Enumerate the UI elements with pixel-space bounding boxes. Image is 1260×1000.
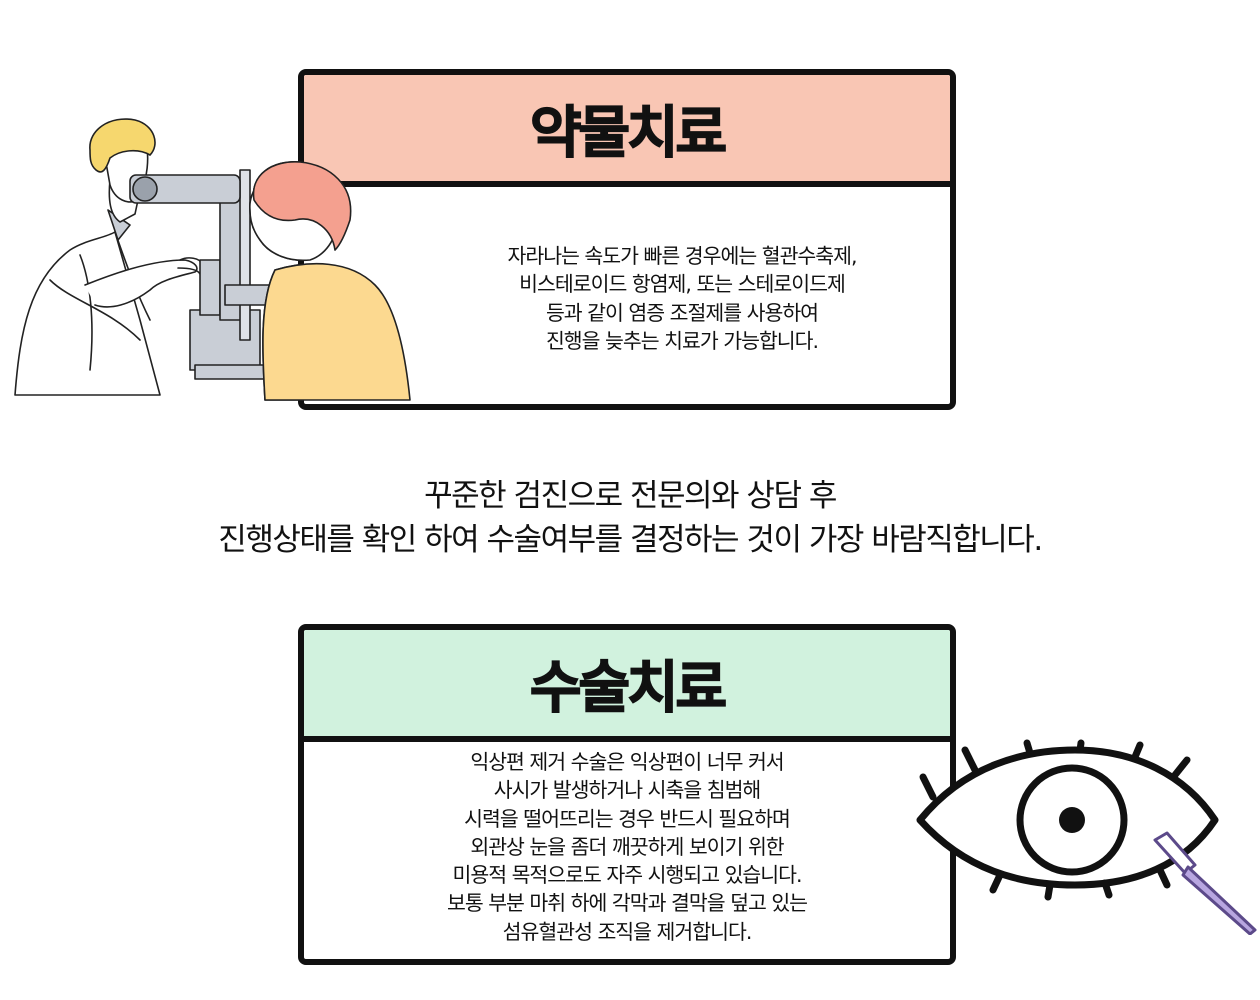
consultation-message: 꾸준한 검진으로 전문의와 상담 후 진행상태를 확인 하여 수술여부를 결정하… (0, 474, 1260, 562)
surgery-card-body: 익상편 제거 수술은 익상편이 너무 커서 사시가 발생하거나 시축을 침범해 … (304, 742, 950, 959)
surgery-line: 시력을 떨어뜨리는 경우 반드시 필요하며 (464, 806, 791, 831)
surgery-line: 익상편 제거 수술은 익상편이 너무 커서 (470, 750, 784, 774)
medication-card-body: 자라나는 속도가 빠른 경우에는 혈관수축제, 비스테로이드 항염제, 또는 스… (304, 187, 950, 404)
medication-card-header: 약물치료 (304, 75, 950, 187)
medication-line: 등과 같이 염증 조절제를 사용하여 (545, 300, 819, 325)
medication-card: 약물치료 자라나는 속도가 빠른 경우에는 혈관수축제, 비스테로이드 항염제,… (298, 69, 956, 410)
surgery-card: 수술치료 익상편 제거 수술은 익상편이 너무 커서 사시가 발생하거나 시축을… (298, 624, 956, 965)
surgery-title: 수술치료 (529, 655, 728, 722)
surgery-line: 외관상 눈을 좀더 깨끗하게 보이기 위한 (470, 834, 784, 859)
medication-line: 비스테로이드 항염제, 또는 스테로이드제 (519, 272, 846, 296)
surgery-line: 섬유혈관성 조직을 제거합니다. (502, 919, 753, 944)
surgery-line: 보통 부분 마취 하에 각막과 결막을 덮고 있는 (446, 891, 808, 916)
surgery-card-header: 수술치료 (304, 630, 950, 742)
medication-line: 진행을 늦추는 치료가 가능합니다. (545, 329, 819, 353)
surgery-line: 사시가 발생하거나 시축을 침범해 (493, 778, 762, 803)
eye-scalpel-icon (905, 735, 1260, 936)
medication-description: 자라나는 속도가 빠른 경우에는 혈관수축제, 비스테로이드 항염제, 또는 스… (507, 242, 857, 356)
surgery-description: 익상편 제거 수술은 익상편이 너무 커서 사시가 발생하거나 시축을 침범해 … (446, 748, 808, 946)
surgery-line: 미용적 목적으로도 자주 시행되고 있습니다. (452, 863, 802, 888)
consultation-line: 꾸준한 검진으로 전문의와 상담 후 (424, 478, 837, 514)
medication-line: 자라나는 속도가 빠른 경우에는 혈관수축제, (507, 243, 857, 268)
medication-title: 약물치료 (529, 100, 728, 167)
consultation-line: 진행상태를 확인 하여 수술여부를 결정하는 것이 가장 바람직합니다. (218, 522, 1043, 558)
